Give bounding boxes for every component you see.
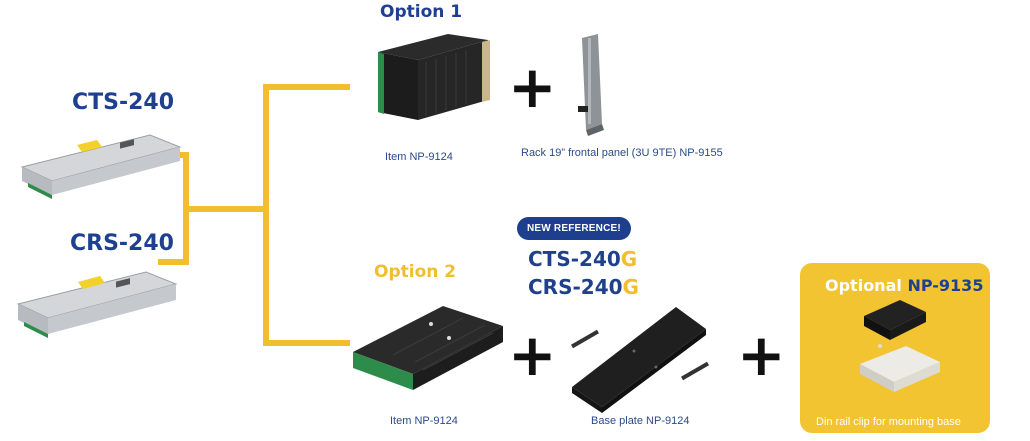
optional-title: Optional NP-9135: [825, 276, 984, 295]
cts-240-label: CTS-240: [72, 90, 175, 115]
crs-240g-label: CRS-240G: [528, 275, 639, 299]
plus-sign-1: +: [508, 53, 557, 121]
option-2-item-caption: Item NP-9124: [390, 415, 458, 427]
new-reference-badge: NEW REFERENCE!: [517, 217, 631, 240]
plus-sign-2: +: [508, 321, 557, 389]
crs-240-label: CRS-240: [70, 231, 174, 256]
base-plate-caption: Base plate NP-9124: [591, 415, 690, 427]
din-rail-caption: Din rail clip for mounting base: [816, 416, 961, 428]
option-1-title: Option 1: [380, 2, 463, 22]
rack-panel-caption: Rack 19” frontal panel (3U 9TE) NP-9155: [521, 147, 723, 159]
plus-sign-3: +: [737, 321, 786, 389]
cts-240g-label: CTS-240G: [528, 247, 638, 271]
option-bracket-line: [263, 84, 350, 346]
option-1-item-caption: Item NP-9124: [385, 151, 453, 163]
option-2-title: Option 2: [374, 262, 457, 282]
